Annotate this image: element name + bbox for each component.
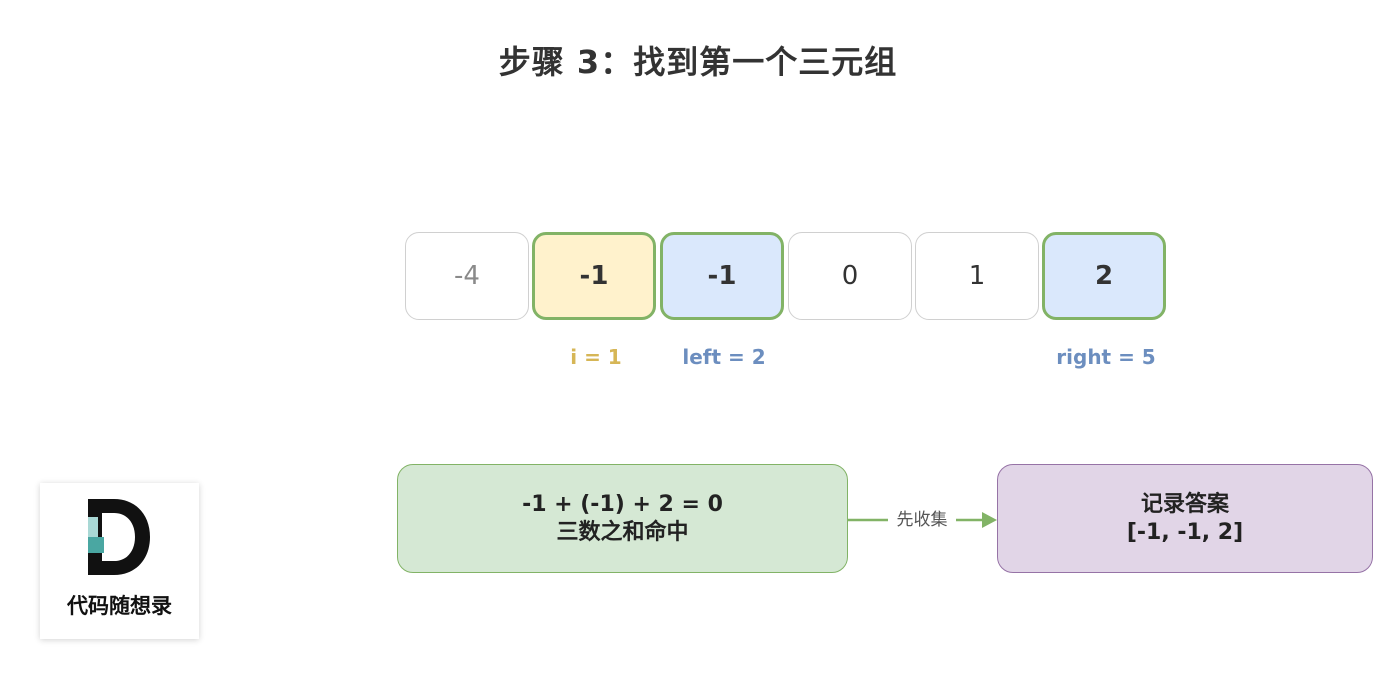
sum-hit-text: 三数之和命中 xyxy=(556,519,689,545)
record-answer-box: 记录答案 [-1, -1, 2] xyxy=(997,464,1373,573)
record-answer-title: 记录答案 xyxy=(1140,491,1229,517)
array-cell-4: 1 xyxy=(915,232,1039,320)
arrow-head-icon xyxy=(982,512,997,528)
array-cell-0: -4 xyxy=(405,232,529,320)
sorted-array: -4 -1 -1 0 1 2 xyxy=(405,232,1173,324)
sum-check-box: -1 + (-1) + 2 = 0 三数之和命中 xyxy=(397,464,848,573)
sum-equation: -1 + (-1) + 2 = 0 xyxy=(522,491,723,517)
logo-text: 代码随想录 xyxy=(67,594,172,618)
page-title: 步骤 3：找到第一个三元组 xyxy=(498,43,898,81)
array-cell-5: 2 xyxy=(1042,232,1166,320)
logo-card: 代码随想录 xyxy=(40,483,199,639)
arrow-label: 先收集 xyxy=(888,508,956,532)
pointer-right-label: right = 5 xyxy=(1056,345,1156,369)
record-answer-value: [-1, -1, 2] xyxy=(1126,519,1244,545)
array-cell-1: -1 xyxy=(532,232,656,320)
array-cell-2: -1 xyxy=(660,232,784,320)
array-cell-3: 0 xyxy=(788,232,912,320)
pointer-left-label: left = 2 xyxy=(682,345,766,369)
pointer-i-label: i = 1 xyxy=(570,345,622,369)
logo-d-icon xyxy=(88,499,150,575)
